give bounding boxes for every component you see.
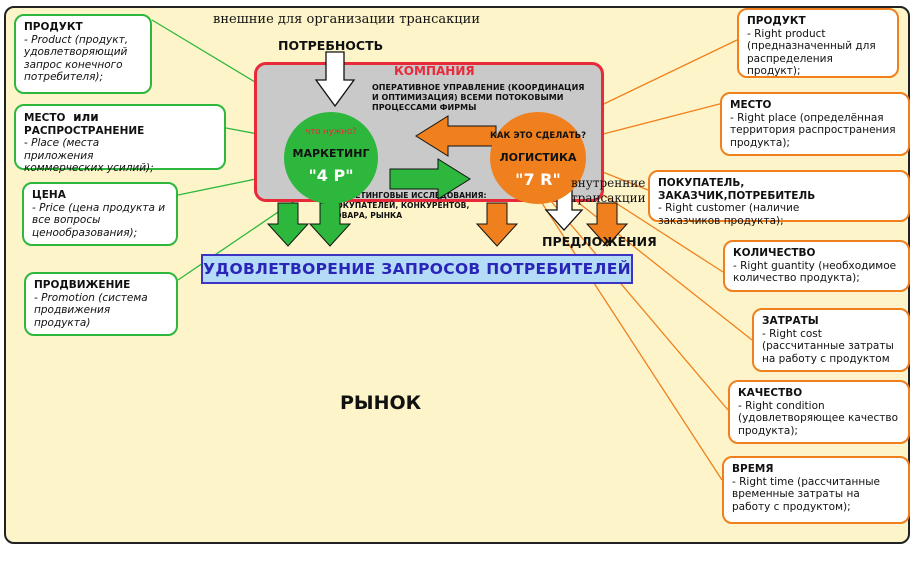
arrow-marketing-to-logistics [389, 158, 471, 200]
box-title: МЕСТО [730, 99, 772, 111]
internal-note: внутренние трансакции [571, 176, 646, 205]
box-body: - Price (цена продукта и все вопросы цен… [32, 201, 166, 239]
green-down-arrow-1 [266, 202, 310, 247]
box-body: - Promotion (система продвижения продукт… [34, 291, 148, 329]
title-or: или [73, 110, 99, 124]
need-arrow [314, 51, 356, 108]
box-body: - Right guantity (необходимое количество… [733, 259, 897, 285]
line-r-condition [549, 199, 729, 411]
marketing-question: что нужно? [305, 127, 357, 137]
top-note: внешние для организации трансакции [213, 12, 480, 27]
box-title: ПРОДУКТ [24, 21, 83, 33]
box-title: КАЧЕСТВО [738, 387, 803, 399]
marketing-circle [284, 112, 378, 204]
box-7r-condition: КАЧЕСТВО - Right condition (удовлетворяю… [728, 380, 910, 444]
line-r-cost [564, 191, 753, 341]
market-label: РЫНОК [340, 392, 422, 414]
box-7r-place: МЕСТО - Right place (определённая террит… [720, 92, 910, 156]
box-4p-place: МЕСТО или РАСПРОСТРАНЕНИЕ - Place (места… [14, 104, 226, 174]
box-body: - Place (места приложения коммерческих у… [24, 137, 154, 174]
company-title: КОМПАНИЯ [394, 64, 475, 78]
green-down-arrow-2 [308, 202, 352, 247]
box-7r-customer: ПОКУПАТЕЛЬ, ЗАКАЗЧИК,ПОТРЕБИТЕЛЬ - Right… [648, 170, 910, 227]
logistics-name: ЛОГИСТИКА [499, 151, 577, 164]
box-title: ПРОДУКТ [747, 15, 806, 27]
orange-down-arrow-2 [585, 202, 629, 247]
logistics-circle [490, 112, 586, 204]
line-r-time [539, 199, 723, 481]
logistics-code: "7 R" [515, 170, 561, 189]
logistics-question: КАК ЭТО СДЕЛАТЬ? [489, 131, 587, 141]
satisfaction-banner: УДОВЛЕТВОРЕНИЕ ЗАПРОСОВ ПОТРЕБИТЕЛЕЙ [201, 254, 633, 284]
box-body: - Right place (определённая территория р… [730, 111, 896, 149]
box-body: - Right cost (рассчитанные затраты на ра… [762, 327, 894, 365]
box-7r-product: ПРОДУКТ - Right product (предназначенный… [737, 8, 899, 78]
need-label: ПОТРЕБНОСТЬ [278, 38, 384, 53]
box-body: - Right customer (наличие заказчиков про… [658, 202, 800, 227]
box-4p-product: ПРОДУКТ - Product (продукт, удовлетворяю… [14, 14, 152, 94]
box-7r-time: ВРЕМЯ - Right time (рассчитанные временн… [722, 456, 910, 524]
box-title: ПОКУПАТЕЛЬ, ЗАКАЗЧИК,ПОТРЕБИТЕЛЬ [658, 177, 816, 202]
box-body: - Right time (рассчитанные временные зат… [732, 475, 880, 513]
marketing-name: МАРКЕТИНГ [292, 147, 370, 160]
box-4p-price: ЦЕНА - Price (цена продукта и все вопрос… [22, 182, 178, 246]
box-title: ВРЕМЯ [732, 463, 774, 475]
box-title: ЦЕНА [32, 189, 66, 201]
research-label: МАРКЕТИНГОВЫЕ ИССЛЕДОВАНИЯ: ПОКУПАТЕЛЕЙ,… [330, 191, 487, 220]
box-7r-cost: ЗАТРАТЫ - Right cost (рассчитанные затра… [752, 308, 910, 372]
title-part: МЕСТО [24, 112, 66, 124]
box-title: МЕСТО или РАСПРОСТРАНЕНИЕ [24, 111, 216, 137]
box-title: КОЛИЧЕСТВО [733, 247, 816, 259]
orange-down-arrow-1 [475, 202, 519, 247]
offers-arrow [544, 189, 584, 231]
line-r-place [579, 99, 736, 141]
box-7r-quantity: КОЛИЧЕСТВО - Right guantity (необходимое… [723, 240, 910, 292]
box-title: ЗАТРАТЫ [762, 315, 819, 327]
box-body: - Right product (предназначенный для рас… [747, 27, 876, 78]
arrow-logistics-to-marketing [415, 115, 497, 157]
title-part: РАСПРОСТРАНЕНИЕ [24, 124, 145, 137]
marketing-code: "4 Р" [308, 166, 354, 185]
line-r-quantity [579, 179, 724, 273]
box-body: - Product (продукт, удовлетворяющий запр… [24, 33, 129, 84]
box-4p-promotion: ПРОДВИЖЕНИЕ - Promotion (система продвиж… [24, 272, 178, 336]
company-subtitle: ОПЕРАТИВНОЕ УПРАВЛЕНИЕ (КООРДИНАЦИЯ И ОП… [372, 83, 585, 112]
box-title: ПРОДВИЖЕНИЕ [34, 279, 131, 291]
box-body: - Right condition (удовлетворяющее качес… [738, 399, 898, 437]
offers-label: ПРЕДЛОЖЕНИЯ [542, 234, 657, 249]
